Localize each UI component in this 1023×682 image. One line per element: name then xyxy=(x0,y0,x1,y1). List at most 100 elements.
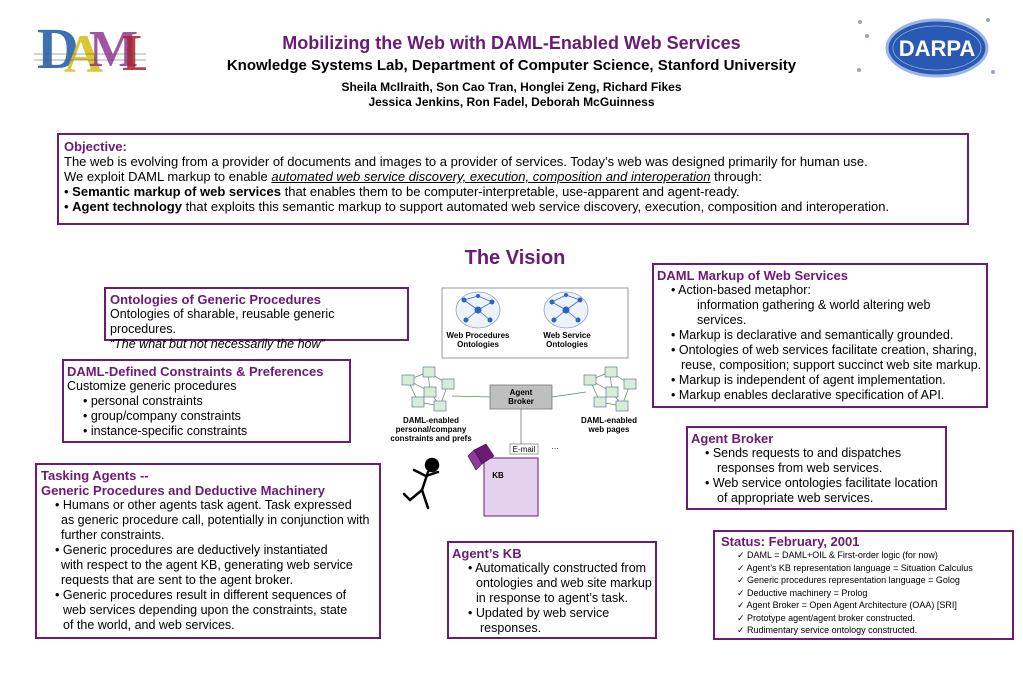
broker-line: • Sends requests to and dispatches xyxy=(705,446,902,460)
ontologies-heading: Ontologies of Generic Procedures xyxy=(110,292,321,307)
label-ellipsis: … xyxy=(551,442,559,451)
vision-diagram xyxy=(380,280,660,520)
svg-text:D: D xyxy=(37,16,79,76)
label-kb: KB xyxy=(492,471,504,480)
status-heading: Status: February, 2001 xyxy=(721,534,860,549)
constraints-line-1: Customize generic procedures xyxy=(67,379,237,393)
status-item-text: Agent Broker = Open Agent Architecture (… xyxy=(746,600,957,610)
tasking-line: of the world, and web services. xyxy=(63,618,235,632)
page-title: Mobilizing the Web with DAML-Enabled Web… xyxy=(282,33,741,53)
vision-diagram-graphic xyxy=(401,287,637,517)
status-box: Status: February, 2001 ✓ DAML = DAML+OIL… xyxy=(713,530,1014,640)
authors-line-2: Jessica Jenkins, Ron Fadel, Deborah McGu… xyxy=(368,95,655,109)
broker-line: responses from web services. xyxy=(717,461,883,475)
broker-heading: Agent Broker xyxy=(691,431,774,446)
agentkb-heading: Agent’s KB xyxy=(452,546,522,561)
markup-line: • Action-based metaphor: xyxy=(671,283,811,297)
email-node xyxy=(509,443,539,455)
ontologies-box: Ontologies of Generic Procedures Ontolog… xyxy=(104,287,409,351)
tasking-line: with respect to the agent KB, generating… xyxy=(61,558,353,572)
agentkb-line: • Updated by web service xyxy=(468,606,610,620)
kb-node xyxy=(483,457,539,517)
daml-markup-box: DAML Markup of Web Services • Action-bas… xyxy=(652,263,988,408)
svg-text:L: L xyxy=(122,25,146,76)
authors-line-1: Sheila McIlraith, Son Cao Tran, Honglei … xyxy=(341,80,682,94)
svg-text:DARPA: DARPA xyxy=(899,36,976,61)
check-icon: ✓ xyxy=(737,612,748,623)
label-web-procedures: Web Procedures Ontologies xyxy=(446,331,510,349)
markup-line: • Markup enables declarative specificati… xyxy=(671,388,945,402)
agentkb-line: in response to agent’s task. xyxy=(476,591,628,605)
label-web-service: Web Service Ontologies xyxy=(543,331,591,349)
status-item-text: Agent’s KB representation language = Sit… xyxy=(746,562,973,573)
objective-bullet-2: • Agent technology that exploits this se… xyxy=(64,199,890,214)
check-icon: ✓ xyxy=(737,550,748,560)
check-icon: ✓ xyxy=(737,600,747,610)
constraints-bullet-2: • group/company constraints xyxy=(83,409,241,423)
markup-line: • Markup is independent of agent impleme… xyxy=(671,373,946,387)
darpa-logo-graphic: DARPA xyxy=(857,18,995,78)
objective-bullet-2-bold: Agent technology xyxy=(72,199,182,214)
status-item-text: Rudimentary service ontology constructed… xyxy=(747,625,918,635)
objective-box: Objective: The web is evolving from a pr… xyxy=(57,133,969,225)
status-item-text: Deductive machinery = Prolog xyxy=(747,587,868,598)
objective-bullet-2-rest: that exploits this semantic markup to su… xyxy=(181,199,890,214)
agentkb-line: responses. xyxy=(480,621,542,635)
objective-line-1: The web is evolving from a provider of d… xyxy=(64,154,868,169)
status-list: ✓ DAML = DAML+OIL & First-order logic (f… xyxy=(719,549,1008,637)
objective-bullet-1-rest: that enables them to be computer-interpr… xyxy=(280,184,740,199)
check-icon: ✓ xyxy=(737,587,748,598)
objective-line-2: We exploit DAML markup to enable automat… xyxy=(64,169,962,184)
web-service-network-icon xyxy=(543,291,589,329)
tasking-line: further constraints. xyxy=(61,528,165,542)
markup-line: • Ontologies of web services facilitate … xyxy=(671,343,977,357)
tasking-line: as generic procedure call, potentially i… xyxy=(61,513,370,527)
tasking-heading-2: Generic Procedures and Deductive Machine… xyxy=(41,483,325,498)
label-daml-pages: DAML-enabled web pages xyxy=(581,416,637,434)
agentkb-line: • Automatically constructed from xyxy=(468,561,647,575)
tasking-line: • Generic procedures are deductively ins… xyxy=(55,543,328,557)
status-item: ✓ Prototype agent/agent broker construct… xyxy=(737,612,1008,625)
agent-broker-box: Agent Broker • Sends requests to and dis… xyxy=(686,426,947,510)
svg-text:M: M xyxy=(89,21,138,76)
page-subtitle: Knowledge Systems Lab, Department of Com… xyxy=(226,57,797,74)
broker-line: of appropriate web services. xyxy=(717,491,874,505)
ontologies-line-1: Ontologies of sharable, reusable generic… xyxy=(110,307,335,336)
tasking-heading-1: Tasking Agents -- xyxy=(41,468,149,483)
objective-emphasis: automated web service discovery, executi… xyxy=(271,169,711,184)
constraints-box: DAML-Defined Constraints & Preferences C… xyxy=(62,359,351,443)
markup-heading: DAML Markup of Web Services xyxy=(657,268,848,283)
label-daml-personal: DAML-enabled personal/company constraint… xyxy=(390,416,472,443)
constraints-heading: DAML-Defined Constraints & Preferences xyxy=(67,364,324,379)
markup-line: • Markup is declarative and semantically… xyxy=(671,328,954,342)
status-item-text: Generic procedures representation langua… xyxy=(747,575,960,585)
markup-line: information gathering & world altering w… xyxy=(697,298,931,327)
web-procedures-network-icon xyxy=(455,291,501,329)
check-icon: ✓ xyxy=(737,575,748,585)
tasking-line: requests that are sent to the agent brok… xyxy=(61,573,294,587)
agent-broker-node xyxy=(489,384,553,410)
status-item: ✓ Generic procedures representation lang… xyxy=(737,574,1008,587)
check-icon: ✓ xyxy=(737,625,748,635)
tasking-line: • Humans or other agents task agent. Tas… xyxy=(55,498,352,512)
daml-logo: D A M L xyxy=(34,14,157,84)
darpa-logo: DARPA xyxy=(855,12,997,82)
objective-line-2-post: through: xyxy=(710,169,762,184)
markup-line: reuse, composition; support succinct web… xyxy=(681,358,982,372)
status-item: ✓ Agent Broker = Open Agent Architecture… xyxy=(737,599,1008,612)
objective-heading: Objective: xyxy=(64,139,127,154)
tasking-agents-box: Tasking Agents -- Generic Procedures and… xyxy=(35,463,381,639)
agent-kb-box: Agent’s KB • Automatically constructed f… xyxy=(447,541,657,639)
agentkb-line: ontologies and web site markup xyxy=(476,576,652,590)
constraints-bullet-3: • instance-specific constraints xyxy=(83,424,248,438)
label-email: E-mail xyxy=(512,445,536,454)
daml-logo-graphic: D A M L xyxy=(34,14,157,84)
status-item: ✓ Agent’s KB representation language = S… xyxy=(737,562,1008,575)
check-icon: ✓ xyxy=(737,562,747,573)
tasking-line: • Generic procedures result in different… xyxy=(55,588,347,602)
label-agent-broker: Agent Broker xyxy=(508,388,534,406)
status-item-text: DAML = DAML+OIL & First-order logic (for… xyxy=(747,550,938,560)
objective-bullet-1: • Semantic markup of web services that e… xyxy=(64,184,740,199)
broker-line: • Web service ontologies facilitate loca… xyxy=(705,476,938,490)
objective-line-2-pre: We exploit DAML markup to enable xyxy=(64,169,272,184)
